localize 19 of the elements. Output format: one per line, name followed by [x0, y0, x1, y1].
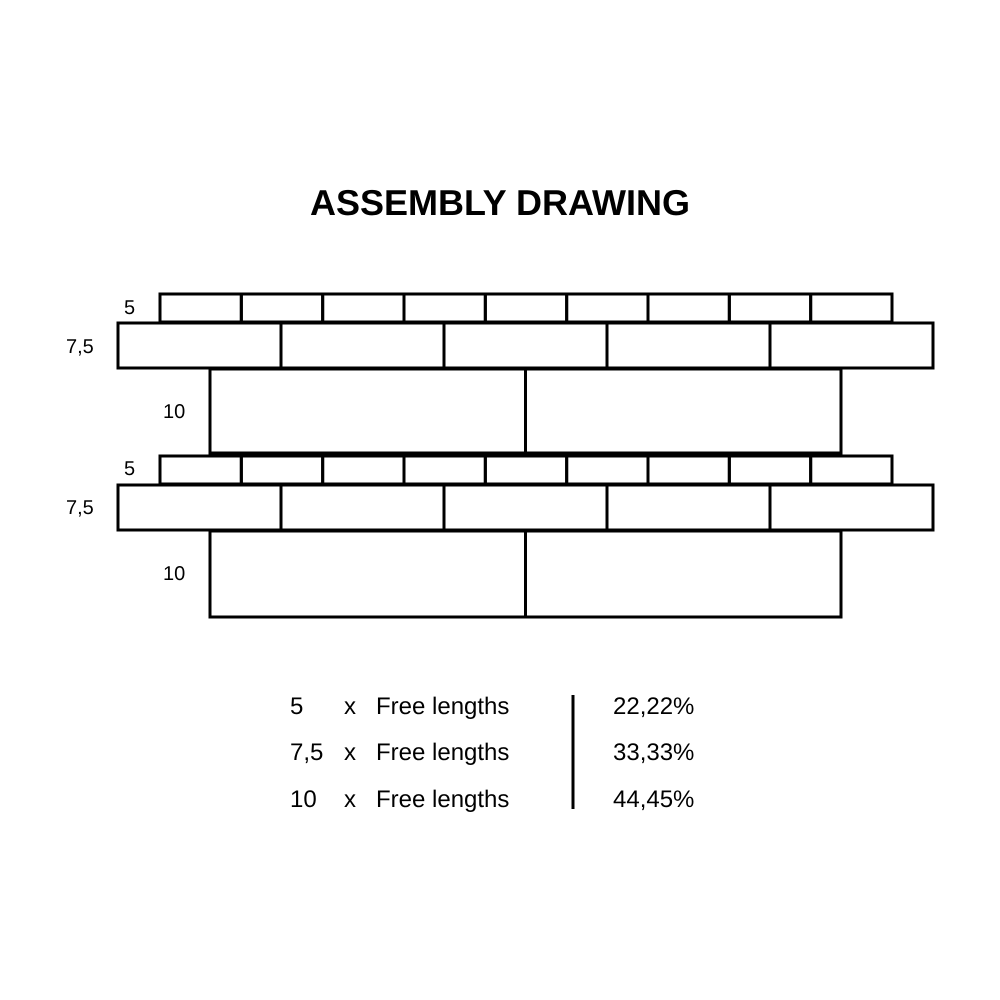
row-height-label: 7,5	[66, 498, 94, 518]
percentage-value: 33,33%	[613, 741, 694, 765]
percentage-value: 44,45%	[613, 788, 694, 812]
title: ASSEMBLY DRAWING	[308, 185, 692, 221]
multiply-sign: x	[344, 741, 356, 765]
length-note: Free lengths	[376, 741, 510, 765]
multiply-sign: x	[344, 695, 356, 719]
multiply-sign: x	[344, 788, 356, 812]
percentage-value: 22,22%	[613, 695, 694, 719]
width-value: 5	[290, 695, 304, 719]
width-value: 7,5	[290, 741, 324, 765]
length-note: Free lengths	[376, 788, 510, 812]
row-height-label: 5	[124, 298, 136, 318]
row-height-label: 10	[163, 402, 186, 422]
row-height-label: 5	[124, 459, 136, 479]
length-note: Free lengths	[376, 695, 510, 719]
row-height-label: 7,5	[66, 337, 94, 357]
row-height-label: 10	[163, 564, 186, 584]
width-value: 10	[290, 788, 317, 812]
